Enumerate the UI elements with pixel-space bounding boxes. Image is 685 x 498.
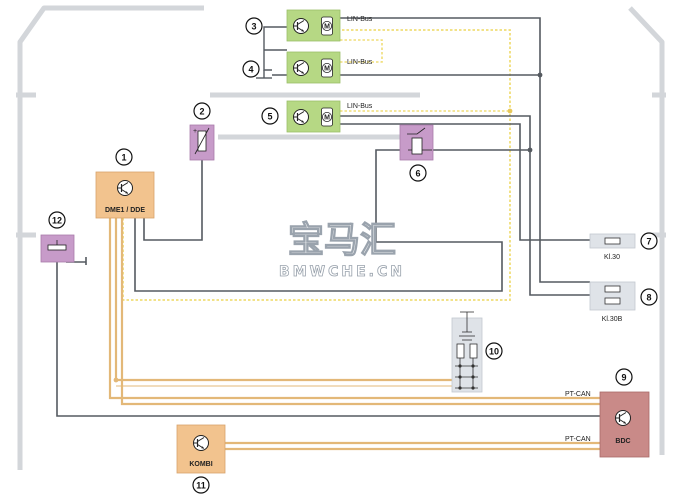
component-7-fuse-kl30: Kl.30 bbox=[589, 233, 636, 261]
svg-text:6: 6 bbox=[415, 169, 420, 179]
badge-6: 6 bbox=[409, 164, 427, 182]
pt-can-bus bbox=[108, 218, 600, 451]
component-9-bdc: BDC bbox=[599, 391, 650, 458]
badge-5: 5 bbox=[261, 107, 279, 125]
component-8-fuse-kl30b: Kl.30B bbox=[589, 281, 636, 323]
svg-text:10: 10 bbox=[489, 347, 499, 357]
inner-wire-loop bbox=[134, 149, 503, 292]
component-5-motor-module: M LIN-Bus bbox=[286, 100, 373, 133]
badge-4: 4 bbox=[242, 60, 260, 78]
svg-text:3: 3 bbox=[251, 22, 256, 32]
svg-text:11: 11 bbox=[196, 481, 206, 491]
badge-3: 3 bbox=[245, 17, 263, 35]
badge-12: 12 bbox=[48, 211, 66, 229]
svg-text:9: 9 bbox=[621, 373, 626, 383]
kl30-label: Kl.30 bbox=[604, 254, 620, 261]
component-4-motor-module: M LIN-Bus bbox=[286, 51, 373, 84]
can-junction bbox=[113, 377, 119, 383]
badge-9: 9 bbox=[615, 368, 633, 386]
motor-letter: M bbox=[324, 24, 330, 31]
kl30b-label: Kl.30B bbox=[602, 316, 623, 323]
watermark-logo-text: 宝马汇 bbox=[288, 220, 396, 261]
number-badges: 1 2 3 4 5 6 7 8 9 10 11 12 bbox=[48, 17, 658, 494]
badge-8: 8 bbox=[640, 288, 658, 306]
component-1-dme: DME1 / DDE bbox=[95, 171, 155, 219]
svg-text:12: 12 bbox=[52, 216, 62, 226]
bdc-label: BDC bbox=[615, 438, 630, 445]
svg-text:8: 8 bbox=[646, 293, 651, 303]
svg-text:2: 2 bbox=[199, 107, 204, 117]
motor-letter: M bbox=[324, 115, 330, 122]
component-3-motor-module: M LIN-Bus bbox=[286, 9, 373, 42]
kombi-label: KOMBI bbox=[189, 461, 212, 468]
pt-can-label-upper: PT-CAN bbox=[565, 391, 591, 398]
svg-text:+: + bbox=[193, 128, 197, 135]
pt-can-label-lower: PT-CAN bbox=[565, 436, 591, 443]
watermark-url-text: BMWCHE.CN bbox=[279, 264, 405, 280]
badge-11: 11 bbox=[192, 476, 210, 494]
motor-letter: M bbox=[324, 66, 330, 73]
component-12-switch bbox=[40, 234, 75, 263]
lin-bus-label-3: LIN-Bus bbox=[347, 16, 373, 23]
svg-text:7: 7 bbox=[646, 237, 651, 247]
component-2-sensor: + bbox=[189, 124, 215, 161]
component-11-kombi: KOMBI bbox=[176, 424, 226, 474]
component-6-relay bbox=[399, 124, 434, 161]
lin-bus-label-4: LIN-Bus bbox=[347, 59, 373, 66]
badge-1: 1 bbox=[115, 148, 133, 166]
badge-10: 10 bbox=[485, 342, 503, 360]
dme-label: DME1 / DDE bbox=[105, 207, 145, 214]
component-10-fuse-block bbox=[451, 311, 483, 393]
svg-text:4: 4 bbox=[248, 65, 253, 75]
badge-7: 7 bbox=[640, 232, 658, 250]
badge-2: 2 bbox=[193, 102, 211, 120]
supply-wires bbox=[56, 17, 602, 417]
svg-text:1: 1 bbox=[121, 153, 126, 163]
ground-bracket bbox=[256, 26, 287, 79]
junction-dots bbox=[507, 72, 543, 153]
svg-text:5: 5 bbox=[267, 112, 272, 122]
lin-bus-label-5: LIN-Bus bbox=[347, 103, 373, 110]
